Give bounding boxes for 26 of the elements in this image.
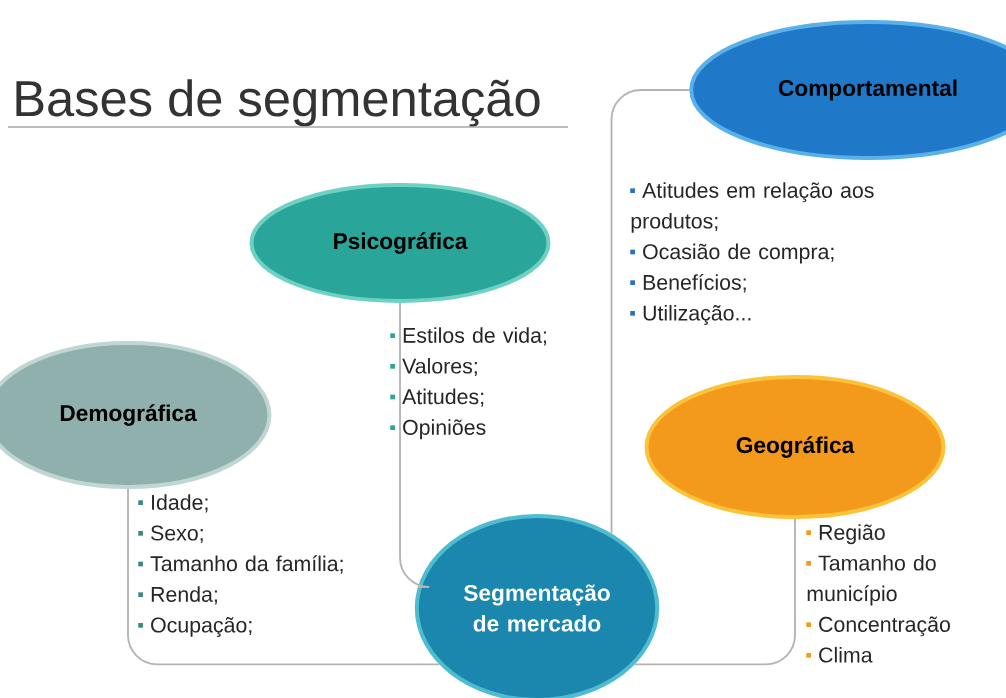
list-item: Concentração — [806, 616, 950, 637]
list-item: Benefícios; — [630, 274, 746, 293]
list-item: Sexo; — [138, 525, 203, 544]
list-item: Idade; — [138, 494, 208, 513]
list-item: Renda; — [138, 586, 217, 605]
list-item: Ocupação; — [138, 617, 252, 637]
list-item: Clima — [806, 646, 873, 663]
ellipse-node: Comportamental — [689, 20, 1006, 160]
list-item: Atitudes em relação aos produtos; — [630, 182, 874, 233]
list-item: Ocasião de compra; — [630, 243, 834, 264]
list-item: Região — [806, 524, 885, 545]
connector-line — [633, 518, 796, 666]
connector-line — [399, 302, 431, 588]
ellipse-node: Psicográfica — [249, 183, 551, 303]
list-item: Tamanho da família; — [138, 555, 343, 574]
ellipse-node: Segmentação de mercado — [414, 514, 660, 698]
connector-line — [127, 488, 441, 666]
list-item: Valores; — [390, 357, 477, 377]
title: Bases de segmentação — [16, 79, 540, 127]
connector-line — [610, 89, 691, 535]
list-item: Estilos de vida; — [390, 327, 546, 346]
list-item: Atitudes; — [390, 388, 484, 407]
list-item: Tamanho do município — [806, 554, 936, 606]
ellipse-node: Geográfica — [644, 375, 946, 519]
list-item: Utilização... — [630, 304, 751, 325]
list-item: Opiniões — [390, 419, 486, 440]
